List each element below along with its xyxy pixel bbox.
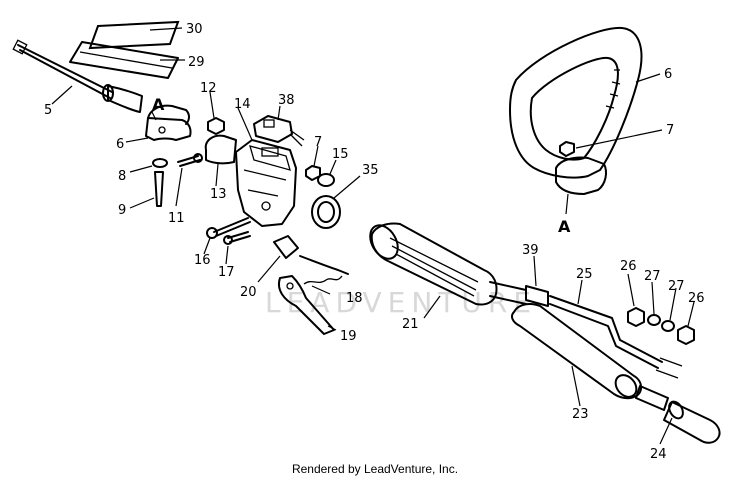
part-15-collar [317, 159, 337, 187]
part-6-clamp [125, 104, 192, 143]
ref-a-leader-left [151, 111, 157, 121]
reference-a-left: A [152, 95, 165, 114]
part-16-screw [203, 217, 251, 255]
part-21-grip [369, 222, 498, 319]
callout-6: 6 [116, 137, 124, 152]
part-14-throttle-housing [235, 107, 297, 227]
footer-credit: Rendered by LeadVenture, Inc. [291, 462, 459, 476]
callout-7-handle: 7 [666, 123, 674, 138]
callout-27: 27 [644, 269, 661, 284]
callout-39: 39 [522, 243, 539, 258]
callout-13: 13 [210, 187, 227, 202]
callout-38: 38 [278, 93, 295, 108]
part-13-clip [204, 134, 237, 187]
callout-15: 15 [332, 147, 349, 162]
reference-a-right: A [558, 217, 571, 236]
callout-14: 14 [234, 97, 251, 112]
callout-8: 8 [118, 169, 126, 184]
callout-26: 26 [620, 259, 637, 274]
part-9-bolt [129, 171, 164, 209]
part-20-button [257, 235, 299, 283]
callout-20: 20 [240, 285, 257, 300]
part-26-nut [627, 273, 645, 327]
callout-12: 12 [200, 81, 217, 96]
callout-11: 11 [168, 211, 185, 226]
part-35-ring [311, 175, 361, 229]
callout-6-handle: 6 [664, 67, 672, 82]
part-38-switch [253, 105, 305, 147]
callout-7: 7 [314, 135, 322, 150]
part-5-drive-shaft [12, 39, 143, 113]
callout-25: 25 [576, 267, 593, 282]
part-29-label [69, 41, 185, 79]
part-25-wire-harness [549, 279, 683, 379]
part-7-nut [305, 145, 321, 181]
shaft-tube [489, 281, 527, 305]
callout-17: 17 [218, 265, 235, 280]
part-26-nut-second [677, 301, 695, 345]
callout-9: 9 [118, 203, 126, 218]
callout-26-second: 26 [688, 291, 705, 306]
callout-24: 24 [650, 447, 667, 462]
part-17-screw [223, 231, 251, 265]
part-8-washer [129, 158, 168, 173]
part-27-washer [647, 281, 661, 326]
callout-5: 5 [44, 103, 52, 118]
ref-a-leader [565, 193, 569, 215]
callout-27-second: 27 [668, 279, 685, 294]
part-30-label [88, 20, 183, 50]
callout-19: 19 [340, 329, 357, 344]
callout-21: 21 [402, 317, 419, 332]
callout-29: 29 [188, 55, 205, 70]
part-19-throttle-lever [278, 275, 337, 335]
callout-18: 18 [346, 291, 363, 306]
part-39-sleeve [525, 255, 549, 307]
callout-16: 16 [194, 253, 211, 268]
part-11-screw [175, 153, 203, 207]
part-23-outer-tube [511, 303, 642, 407]
callout-23: 23 [572, 407, 589, 422]
part-7-nut-handle [559, 129, 663, 157]
part-24-end-cap [635, 385, 721, 445]
part-6-handle-loop [509, 26, 661, 195]
callout-35: 35 [362, 163, 379, 178]
part-12-nut [207, 91, 225, 135]
callout-30: 30 [186, 22, 203, 37]
part-18-throttle-cable [299, 255, 349, 295]
part-27-washer-second [661, 287, 677, 332]
